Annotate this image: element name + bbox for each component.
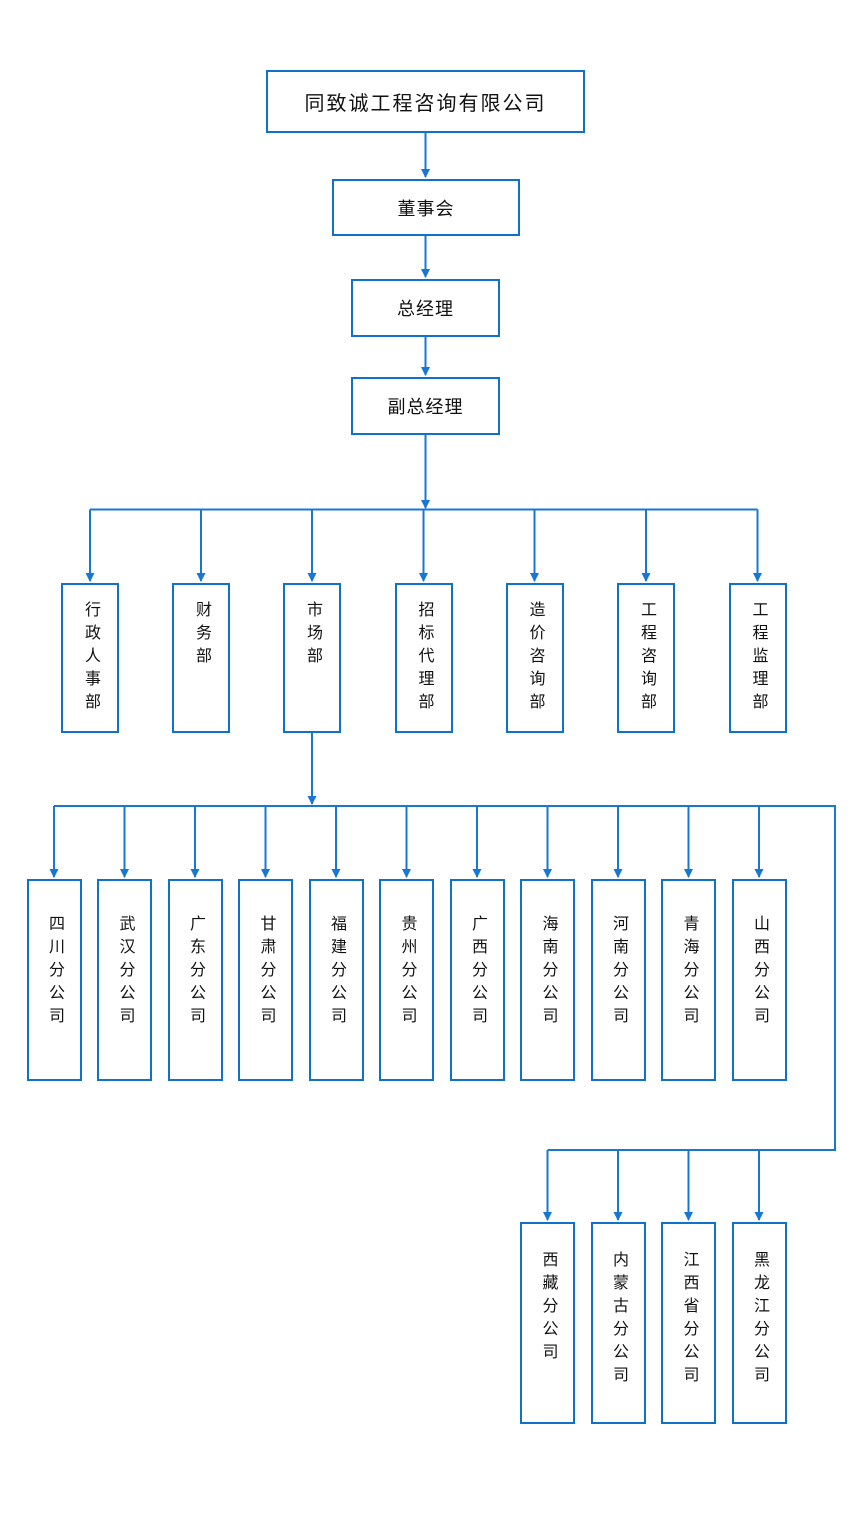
- department-box-4: 招标代理部: [394, 583, 453, 733]
- department-box-label: 财务部: [193, 601, 210, 670]
- department-box-label: 招标代理部: [415, 601, 433, 716]
- branch-box-8: 海南分公司: [520, 879, 575, 1081]
- department-box-label: 工程咨询部: [638, 601, 655, 716]
- branch-box-3: 广东分公司: [167, 879, 223, 1081]
- department-box-5: 造价咨询部: [505, 583, 564, 733]
- department-box-7: 工程监理部: [728, 583, 787, 733]
- branch-box-label: 武汉分公司: [116, 915, 134, 1030]
- branch-box-label: 山西分公司: [751, 915, 768, 1030]
- branch-box-1: 四川分公司: [26, 879, 82, 1081]
- department-box-1: 行政人事部: [61, 583, 119, 733]
- branch-box-label: 贵州分公司: [398, 915, 416, 1030]
- branch-box-label: 四川分公司: [46, 915, 63, 1030]
- branch-box-label: 海南分公司: [539, 915, 557, 1030]
- branch-box-label: 河南分公司: [610, 915, 627, 1030]
- department-box-6: 工程咨询部: [617, 583, 675, 733]
- sub-branch-box-label: 西藏分公司: [539, 1251, 557, 1366]
- branch-box-label: 广东分公司: [187, 915, 204, 1030]
- branch-box-10: 青海分公司: [661, 879, 716, 1081]
- branch-box-5: 福建分公司: [308, 879, 364, 1081]
- sub-branch-box-4: 黑龙江分公司: [731, 1222, 787, 1424]
- department-box-3: 市场部: [283, 583, 341, 733]
- company-name-label: 同致诚工程咨询有限公司: [304, 93, 547, 115]
- department-box-2: 财务部: [172, 583, 230, 733]
- branch-box-11: 山西分公司: [731, 879, 787, 1081]
- branch-box-label: 甘肃分公司: [257, 915, 275, 1030]
- branch-box-7: 广西分公司: [449, 879, 505, 1081]
- branch-box-9: 河南分公司: [590, 879, 646, 1081]
- deputy-general-manager-label: 副总经理: [387, 397, 464, 417]
- sub-branch-box-label: 内蒙古分公司: [610, 1251, 627, 1389]
- sub-branch-box-2: 内蒙古分公司: [590, 1222, 646, 1424]
- sub-branch-box-1: 西藏分公司: [520, 1222, 575, 1424]
- department-box-label: 造价咨询部: [526, 601, 544, 716]
- board-box: 董事会: [332, 179, 520, 236]
- branch-box-2: 武汉分公司: [97, 879, 152, 1081]
- department-box-label: 行政人事部: [82, 601, 99, 716]
- department-box-label: 市场部: [304, 601, 321, 670]
- sub-branch-box-label: 江西省分公司: [680, 1251, 698, 1389]
- department-box-label: 工程监理部: [749, 601, 767, 716]
- general-manager-box: 总经理: [351, 279, 500, 337]
- company-root-box: 同致诚工程咨询有限公司: [266, 70, 585, 133]
- board-label: 董事会: [397, 198, 455, 219]
- general-manager-label: 总经理: [397, 299, 454, 319]
- deputy-general-manager-box: 副总经理: [351, 377, 500, 435]
- sub-branch-box-label: 黑龙江分公司: [751, 1251, 768, 1389]
- sub-branch-box-3: 江西省分公司: [661, 1222, 716, 1424]
- branch-box-label: 广西分公司: [469, 915, 486, 1030]
- branch-box-6: 贵州分公司: [379, 879, 434, 1081]
- branch-box-4: 甘肃分公司: [238, 879, 293, 1081]
- branch-box-label: 青海分公司: [680, 915, 698, 1030]
- branch-box-label: 福建分公司: [328, 915, 345, 1030]
